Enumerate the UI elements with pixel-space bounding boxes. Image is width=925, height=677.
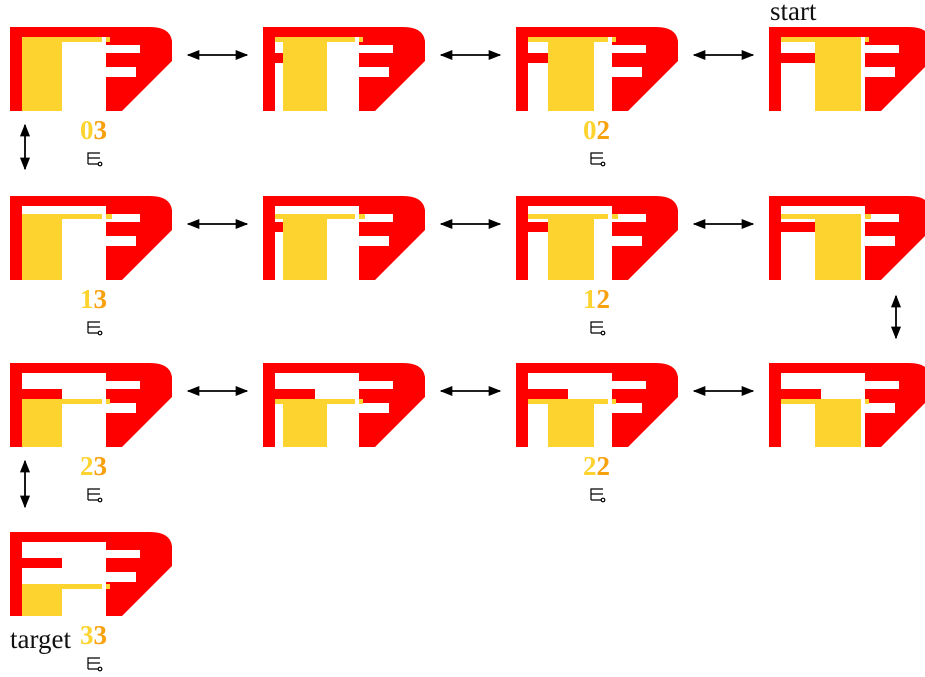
tile-red-frame	[516, 196, 678, 280]
state-digit-2: 3	[94, 620, 108, 650]
tile-yellow-column	[283, 214, 327, 280]
state-switch-icon	[591, 153, 605, 166]
tile-yellow-bar	[275, 214, 365, 219]
tile-gap	[102, 37, 106, 111]
state-tile-01	[516, 27, 678, 111]
state-tile-21	[516, 363, 678, 447]
state-code-33: 33	[80, 620, 107, 650]
tile-red-arm	[528, 389, 568, 399]
state-switch-icon	[591, 489, 605, 502]
tile-red-frame	[516, 363, 678, 447]
state-digit-1: 3	[80, 620, 94, 650]
state-digit-2: 2	[597, 115, 611, 145]
target-label: target	[10, 624, 71, 654]
tile-yellow-bar	[22, 37, 110, 42]
tile-gap	[102, 206, 106, 280]
state-digit-1: 0	[583, 115, 597, 145]
tile-yellow-column	[22, 37, 62, 111]
tile-yellow-column	[548, 214, 594, 280]
state-tile-33	[10, 532, 172, 616]
state-digit-2: 3	[94, 451, 108, 481]
tile-yellow-column	[22, 399, 62, 447]
tile-yellow-bar	[275, 37, 363, 42]
tile-yellow-bar	[781, 399, 869, 404]
tile-yellow-column	[815, 399, 863, 447]
state-tile-13	[10, 196, 172, 280]
tile-yellow-bar	[22, 214, 112, 219]
tile-yellow-bar	[275, 399, 363, 404]
state-tile-20	[769, 363, 925, 447]
tile-yellow-column	[815, 214, 863, 280]
state-tile-00	[769, 27, 925, 111]
tile-gap	[102, 542, 106, 616]
tile-yellow-bar	[528, 399, 616, 404]
tile-yellow-bar	[781, 37, 869, 42]
tile-gap	[861, 37, 865, 111]
tile-gap	[355, 37, 359, 111]
state-switch-icon	[88, 153, 102, 166]
state-switch-icon	[88, 322, 102, 335]
state-code-13: 13	[80, 284, 107, 314]
state-code-23: 23	[80, 451, 107, 481]
tile-gap	[861, 373, 865, 447]
tile-gap	[355, 373, 359, 447]
state-code-02: 02	[583, 115, 610, 145]
state-digit-1: 1	[583, 284, 597, 314]
state-switch-icon	[88, 658, 102, 671]
tile-yellow-column	[548, 399, 594, 447]
state-code-03: 03	[80, 115, 107, 145]
tile-yellow-bar	[781, 214, 871, 219]
state-tile-02	[263, 27, 425, 111]
tile-gap	[861, 206, 865, 280]
state-digit-1: 0	[80, 115, 94, 145]
tile-yellow-column	[815, 37, 863, 111]
start-label: start	[770, 0, 817, 26]
state-switch-icon	[88, 489, 102, 502]
tile-gap	[355, 206, 359, 280]
state-digit-1: 1	[80, 284, 94, 314]
state-switch-icon	[591, 322, 605, 335]
state-digit-2: 3	[94, 284, 108, 314]
tile-gap	[608, 373, 612, 447]
tile-yellow-bar	[22, 584, 110, 589]
tile-yellow-column	[283, 399, 327, 447]
tile-red-arm	[275, 389, 315, 399]
tile-gap	[608, 206, 612, 280]
state-code-12: 12	[583, 284, 610, 314]
tile-red-arm	[781, 389, 821, 399]
tile-red-arm	[22, 389, 62, 399]
tile-yellow-bar	[528, 37, 616, 42]
tile-yellow-column	[283, 37, 327, 111]
state-code-22: 22	[583, 451, 610, 481]
state-tile-23	[10, 363, 172, 447]
tile-yellow-column	[548, 37, 594, 111]
state-tile-11	[516, 196, 678, 280]
state-digit-1: 2	[80, 451, 94, 481]
tile-yellow-bar	[22, 399, 110, 404]
state-digit-2: 2	[597, 284, 611, 314]
state-digit-2: 2	[597, 451, 611, 481]
state-tile-10	[769, 196, 925, 280]
state-digit-1: 2	[583, 451, 597, 481]
tile-gap	[102, 373, 106, 447]
state-tile-03	[10, 27, 172, 111]
tile-yellow-column	[22, 214, 62, 280]
tile-red-arm	[22, 558, 62, 568]
state-digit-2: 3	[94, 115, 108, 145]
tile-gap	[608, 37, 612, 111]
state-tile-22	[263, 363, 425, 447]
tile-yellow-bar	[528, 214, 618, 219]
state-tile-12	[263, 196, 425, 280]
